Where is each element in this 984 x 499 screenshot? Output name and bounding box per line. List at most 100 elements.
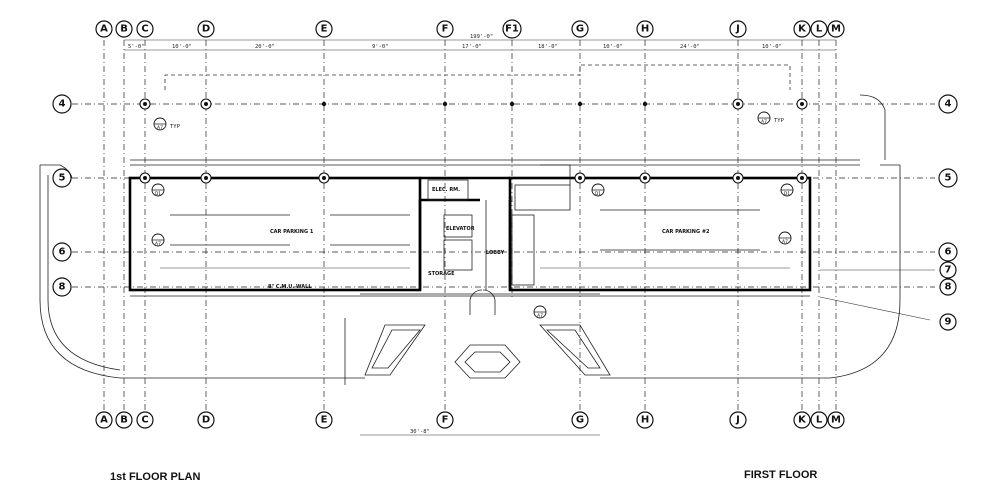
svg-text:B: B	[120, 415, 128, 426]
svg-text:9'-0": 9'-0"	[372, 44, 389, 50]
grid-bubble-row-8: 8	[939, 278, 957, 296]
detail-tag: A7	[757, 111, 771, 125]
svg-text:F1: F1	[505, 24, 519, 35]
svg-text:4: 4	[59, 99, 66, 110]
svg-text:D: D	[202, 415, 210, 426]
core-rooms	[427, 164, 571, 315]
room-label-storage: STORAGE	[428, 271, 455, 277]
detail-tag: A7	[533, 305, 547, 319]
grid-bubble-e: E	[315, 20, 333, 38]
top-dimension-string: 199'-0" 5'-0" 10'-0" 20'-0" 9'-0" 17'-0"…	[124, 34, 836, 51]
top-column-bubbles: A B C D E F F1 G H J K L M	[95, 19, 845, 39]
note-cmu-wall: 8" C.M.U. WALL	[268, 284, 312, 290]
svg-text:A7: A7	[155, 241, 161, 247]
detail-tag: D1	[591, 183, 605, 197]
overall-dimension: 199'-0"	[470, 34, 493, 40]
grid-bubble-c: C	[136, 411, 154, 429]
svg-text:A7: A7	[157, 125, 163, 131]
detail-tag: A7	[153, 117, 167, 131]
grid-bubble-row-8: 8	[52, 277, 72, 297]
grid-bubble-a: A	[95, 20, 113, 38]
svg-text:M: M	[831, 24, 841, 35]
grid-bubble-b: B	[115, 411, 133, 429]
svg-text:A7: A7	[761, 119, 767, 125]
grid-bubble-h: H	[636, 411, 654, 429]
svg-text:6: 6	[59, 247, 66, 258]
site-outline	[39, 164, 901, 379]
caption-left: 1st FLOOR PLAN	[110, 471, 201, 483]
svg-text:A7: A7	[782, 239, 788, 245]
svg-text:10'-0": 10'-0"	[603, 44, 623, 50]
svg-text:F: F	[442, 24, 449, 35]
grid-bubble-m: M	[827, 20, 845, 38]
svg-text:5: 5	[59, 173, 66, 184]
svg-text:9: 9	[945, 317, 952, 328]
svg-text:L: L	[816, 24, 823, 35]
room-label-car-parking-1: CAR PARKING 1	[270, 229, 314, 235]
grid-bubble-row-5: 5	[938, 168, 958, 188]
svg-text:K: K	[798, 415, 807, 426]
svg-text:A: A	[100, 415, 108, 426]
grid-bubble-b: B	[115, 20, 133, 38]
grid-bubble-row-7: 7	[939, 261, 957, 279]
svg-text:B: B	[120, 24, 128, 35]
grid-bubble-k: K	[793, 20, 811, 38]
svg-text:17'-0": 17'-0"	[462, 44, 482, 50]
svg-text:G: G	[576, 415, 584, 426]
grid-bubble-j: J	[729, 20, 747, 38]
svg-text:M: M	[831, 415, 841, 426]
grid-bubble-m: M	[827, 411, 845, 429]
svg-text:F: F	[442, 415, 449, 426]
svg-text:E: E	[321, 415, 328, 426]
svg-text:H: H	[641, 24, 649, 35]
room-label-elec-rm: ELEC. RM.	[432, 187, 460, 193]
detail-tag: A7	[151, 233, 165, 247]
grid-bubble-row-4: 4	[938, 94, 958, 114]
svg-text:A7: A7	[537, 313, 543, 319]
grid-bubble-row-5: 5	[52, 168, 72, 188]
svg-text:D1: D1	[595, 191, 601, 197]
canopy-outline	[130, 64, 886, 166]
svg-text:G: G	[576, 24, 584, 35]
grid-bubble-row-6: 6	[938, 242, 958, 262]
grid-bubble-g: G	[571, 411, 589, 429]
svg-text:24'-0": 24'-0"	[680, 44, 700, 50]
room-label-car-parking-2: CAR PARKING #2	[662, 229, 710, 235]
svg-text:7: 7	[945, 265, 952, 276]
detail-tag: A7	[778, 231, 792, 245]
svg-text:8: 8	[59, 282, 66, 293]
detail-tag: D1	[151, 183, 165, 197]
grid-bubble-k: K	[793, 411, 811, 429]
grid-bubble-g: G	[571, 20, 589, 38]
svg-text:10'-0": 10'-0"	[172, 44, 192, 50]
svg-text:C: C	[141, 415, 148, 426]
grid-bubble-f1: F1	[502, 19, 522, 39]
svg-text:10'-0": 10'-0"	[762, 44, 782, 50]
detail-tag: D1	[780, 183, 794, 197]
grid-bubble-f: F	[436, 20, 454, 38]
grid-bubble-f: F	[436, 411, 454, 429]
grid-bubble-h: H	[636, 20, 654, 38]
grid-bubble-d: D	[197, 411, 215, 429]
grid-bubble-e: E	[315, 411, 333, 429]
svg-text:H: H	[641, 415, 649, 426]
grid-bubble-j: J	[729, 411, 747, 429]
grid-bubble-l: L	[810, 20, 828, 38]
svg-text:8: 8	[945, 282, 952, 293]
svg-text:18'-0": 18'-0"	[538, 44, 558, 50]
svg-text:L: L	[816, 415, 823, 426]
svg-text:5'-0": 5'-0"	[128, 44, 145, 50]
typ-note: TYP	[170, 124, 181, 130]
caption-right: FIRST FLOOR	[744, 469, 818, 481]
room-label-elevator: ELEVATOR	[446, 226, 475, 232]
svg-text:4: 4	[945, 99, 952, 110]
parking-stalls	[160, 209, 790, 269]
svg-text:J: J	[735, 24, 740, 35]
svg-text:D1: D1	[784, 191, 790, 197]
grid-bubble-l: L	[810, 411, 828, 429]
detail-tags: A7 TYP A7 TYP D1 A7 D1 A7 D1 A7	[151, 111, 794, 319]
grid-bubble-row-9: 9	[939, 313, 957, 331]
bottom-column-bubbles: A B C D E F G H J K L M	[95, 411, 845, 429]
grid-bubble-a: A	[95, 411, 113, 429]
